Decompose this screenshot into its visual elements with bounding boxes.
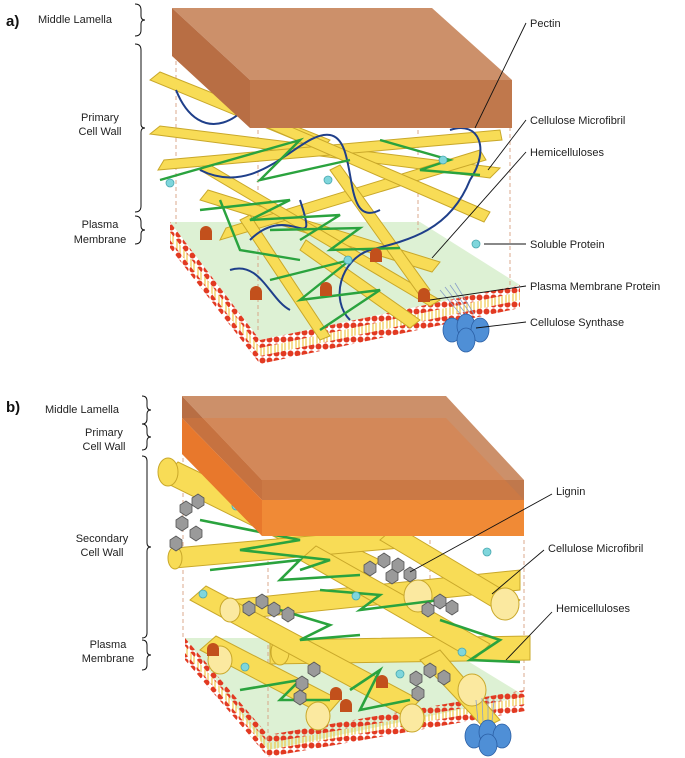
- cellulose-ends-b: [207, 579, 520, 733]
- label-hemicelluloses-b: Hemicelluloses: [556, 603, 630, 615]
- label-primary-wall-a-line2: Cell Wall: [79, 126, 122, 138]
- hemicelluloses-a: [159, 137, 481, 331]
- label-soluble-protein-a: Soluble Protein: [530, 239, 605, 251]
- membrane-proteins-b: [207, 643, 388, 712]
- label-primary-wall-a-line1: Primary: [81, 112, 119, 124]
- cellulose-synthase-a: [439, 282, 490, 353]
- label-secondary-wall-b-line1: Secondary: [76, 533, 129, 545]
- label-membrane-protein-a: Plasma Membrane Protein: [530, 281, 660, 293]
- label-plasma-membrane-a-line1: Plasma: [82, 219, 120, 231]
- pectin-strands-a: [175, 79, 482, 321]
- label-plasma-membrane-b-line2: Membrane: [82, 653, 135, 665]
- label-hemicelluloses-a: Hemicelluloses: [530, 147, 604, 159]
- panel-a-tag: a): [6, 13, 19, 30]
- lignin-clusters-b: [169, 493, 459, 706]
- membrane-proteins-a: [200, 226, 430, 302]
- wall-slabs-b: [182, 396, 524, 536]
- left-braces-a: [134, 3, 146, 245]
- label-cellulose-a: Cellulose Microfibril: [530, 115, 625, 127]
- cellulose-synthase-b: [464, 697, 512, 757]
- panel-b-tag: b): [6, 399, 20, 416]
- label-cellulose-b: Cellulose Microfibril: [548, 543, 643, 555]
- label-secondary-wall-b-line2: Cell Wall: [81, 547, 124, 559]
- leaders-a: [429, 22, 527, 329]
- panel-b: b): [6, 395, 643, 757]
- label-middle-lamella-b: Middle Lamella: [45, 404, 120, 416]
- label-plasma-membrane-b-line1: Plasma: [90, 639, 128, 651]
- label-pectin-a: Pectin: [530, 18, 561, 30]
- left-braces-b: [141, 395, 152, 671]
- label-synthase-a: Cellulose Synthase: [530, 317, 624, 329]
- soluble-proteins-b: [198, 501, 492, 679]
- label-lignin-b: Lignin: [556, 486, 585, 498]
- panel-a: a): [6, 3, 660, 364]
- label-plasma-membrane-a-line2: Membrane: [74, 234, 127, 246]
- middle-lamella-slab-a: [172, 8, 512, 128]
- label-primary-wall-b-line1: Primary: [85, 427, 123, 439]
- leaders-b: [409, 493, 553, 661]
- label-primary-wall-b-line2: Cell Wall: [83, 441, 126, 453]
- label-middle-lamella-a: Middle Lamella: [38, 14, 113, 26]
